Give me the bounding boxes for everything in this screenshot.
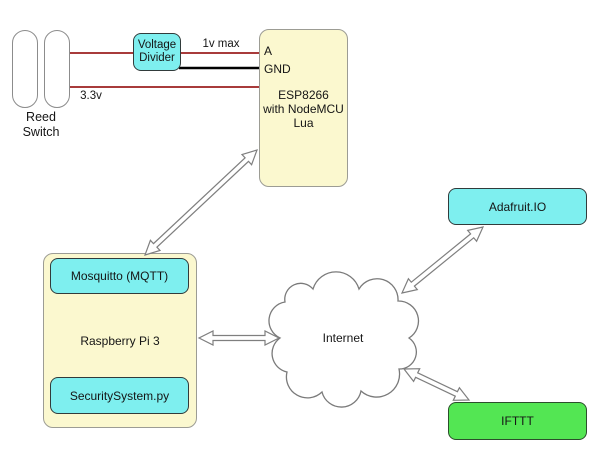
ifttt-node: IFTTT xyxy=(448,402,587,440)
mosquitto-mqtt-label: Mosquitto (MQTT) xyxy=(70,269,169,283)
adafruit-io-label: Adafruit.IO xyxy=(488,199,547,214)
esp8266-pin-gnd-label: GND xyxy=(264,62,291,76)
voltage-divider-label-line2: Divider xyxy=(139,52,175,64)
voltage-divider-label-line1: Voltage xyxy=(137,39,177,51)
raspberry-pi-label: Raspberry Pi 3 xyxy=(80,334,160,348)
esp8266-label: ESP8266 with NodeMCU Lua xyxy=(257,88,350,130)
reed-switch-magnet-left xyxy=(12,30,38,108)
reed-switch-label-line2: Switch xyxy=(22,125,60,139)
esp8266-pin-a-label: A xyxy=(264,44,273,58)
mosquitto-mqtt-node: Mosquitto (MQTT) xyxy=(50,258,189,294)
voltage-divider-node: Voltage Divider xyxy=(133,33,181,71)
arrow-internet-ifttt xyxy=(402,368,471,401)
arrow-internet-adafruit xyxy=(400,226,485,294)
reed-switch-label-line1: Reed xyxy=(26,110,56,124)
arrow-esp8266-raspberrypi xyxy=(144,149,258,256)
security-system-label: SecuritySystem.py xyxy=(69,388,170,403)
ifttt-label: IFTTT xyxy=(501,414,534,428)
wire-label-3-3v: 3.3v xyxy=(80,90,102,102)
esp8266-label-line3: Lua xyxy=(293,116,314,130)
esp8266-node xyxy=(259,29,348,187)
security-system-node: SecuritySystem.py xyxy=(50,377,189,414)
esp8266-label-line2: with NodeMCU xyxy=(263,102,344,116)
adafruit-io-node: Adafruit.IO xyxy=(448,188,587,225)
arrow-raspberrypi-internet xyxy=(197,330,281,346)
internet-label: Internet xyxy=(322,331,364,345)
reed-switch-label: Reed Switch xyxy=(6,110,76,140)
wire-label-1v-max: 1v max xyxy=(202,38,240,50)
reed-switch-magnet-right xyxy=(44,30,70,108)
esp8266-label-line1: ESP8266 xyxy=(278,88,329,102)
